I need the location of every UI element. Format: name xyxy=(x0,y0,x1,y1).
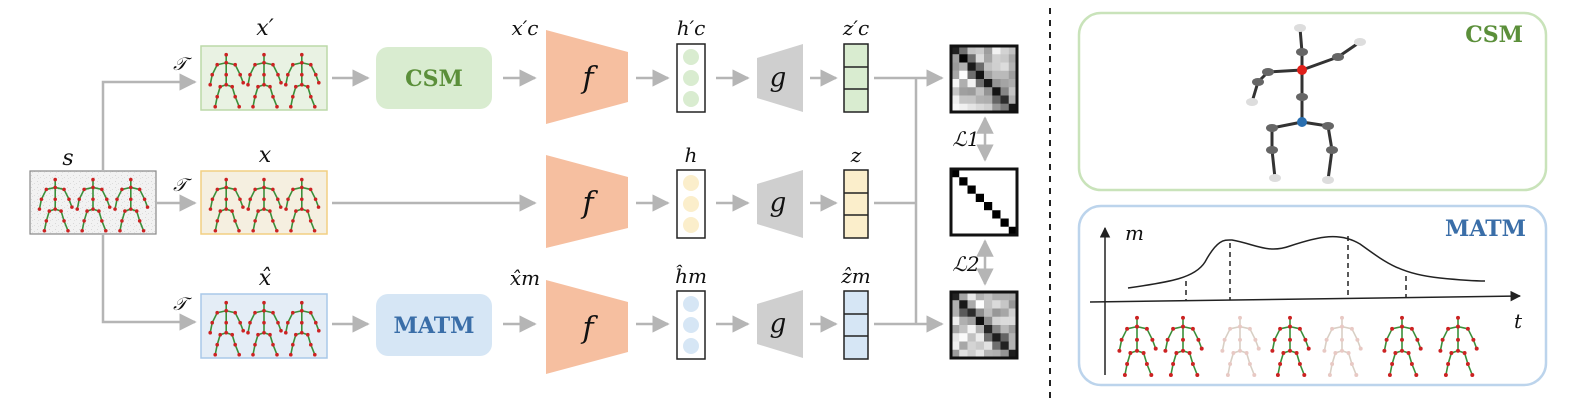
vector-zc-prime xyxy=(843,43,869,113)
label-T-bot: 𝒯 xyxy=(173,294,192,315)
skeleton-figure xyxy=(1220,315,1261,377)
view-x xyxy=(200,170,328,235)
matm-module-label: MATM xyxy=(394,313,475,339)
skeleton-figure xyxy=(246,177,283,233)
view-x-hat xyxy=(200,293,328,359)
vector-z xyxy=(843,169,869,239)
arrows-to-modules xyxy=(332,69,537,333)
target-identity-matrix xyxy=(949,167,1019,237)
skeleton-figure xyxy=(75,177,112,233)
arrows-to-h xyxy=(636,69,670,333)
label-T-top: 𝒯 xyxy=(173,54,192,75)
skeleton-figure xyxy=(1322,315,1363,377)
projector-g-top-label: g xyxy=(770,63,787,93)
projector-g-mid: g xyxy=(757,170,803,238)
encoder-f-mid: f xyxy=(546,155,628,248)
label-zc-prime: z′c xyxy=(842,16,869,40)
loss-L1: ℒ1 xyxy=(952,127,979,151)
projector-g-top: g xyxy=(757,44,803,112)
skeleton-figure xyxy=(246,300,283,357)
arrows-to-similarity xyxy=(874,69,944,333)
view-x-prime xyxy=(200,45,328,111)
similarity-matrix-top xyxy=(949,44,1019,114)
skeleton-figure xyxy=(208,52,245,109)
arrows-to-encoder xyxy=(503,69,537,333)
label-x: x xyxy=(259,143,272,168)
skeleton-figure xyxy=(1382,315,1423,377)
skeleton-figure xyxy=(208,300,245,357)
label-z-hat-m: ẑm xyxy=(840,264,871,288)
label-hc-prime: h′c xyxy=(677,16,706,40)
label-s: s xyxy=(62,146,73,171)
axis-label-t: t xyxy=(1514,309,1523,333)
encoder-f-top: f xyxy=(546,30,628,124)
label-h: h xyxy=(685,143,698,167)
skeleton-figure xyxy=(208,177,245,233)
arrows-to-z xyxy=(810,69,838,333)
skeleton-figure xyxy=(1270,315,1311,377)
vector-h-hat-m xyxy=(676,290,706,360)
input-s-panel xyxy=(29,170,157,235)
projector-g-mid-label: g xyxy=(770,188,787,218)
vector-hc-prime xyxy=(676,43,706,113)
skeleton-figure xyxy=(1163,315,1204,377)
encoder-f-bot: f xyxy=(546,280,628,374)
label-x-hat: x̂ xyxy=(259,266,272,291)
skeleton-figure xyxy=(113,177,150,233)
label-h-hat-m: ĥm xyxy=(675,264,707,288)
skeleton-figure xyxy=(284,300,321,357)
skeleton-figure xyxy=(1117,315,1158,377)
label-x-prime: x′ xyxy=(256,16,273,41)
csm-panel-title: CSM xyxy=(1465,22,1523,48)
skeleton-figure xyxy=(246,52,283,109)
vector-h xyxy=(676,169,706,239)
label-T-mid: 𝒯 xyxy=(173,175,192,196)
branch-arrows-from-s xyxy=(101,73,197,331)
motion-curve xyxy=(1127,235,1486,289)
loss-L2: ℒ2 xyxy=(952,252,979,276)
projector-g-bot: g xyxy=(757,290,803,358)
matm-module: MATM xyxy=(376,294,492,356)
csm-joints xyxy=(1246,24,1366,184)
skeleton-figure xyxy=(1438,315,1479,377)
matm-skeleton-sequence xyxy=(1117,315,1479,377)
motion-markers xyxy=(1185,236,1407,301)
axis-label-m: m xyxy=(1125,221,1144,245)
vector-z-hat-m xyxy=(843,290,869,360)
label-xc-prime: x′c xyxy=(511,16,538,40)
skeleton-figure xyxy=(37,177,74,233)
csm-module-label: CSM xyxy=(405,66,463,92)
matm-panel: MATM m t xyxy=(1077,204,1548,387)
csm-module: CSM xyxy=(376,47,492,109)
x-axis-t xyxy=(1089,290,1522,303)
projector-g-bot-label: g xyxy=(770,309,787,339)
similarity-matrix-bottom xyxy=(949,290,1019,360)
arrows-to-g xyxy=(716,69,750,333)
skeleton-figure xyxy=(284,52,321,109)
matm-panel-title: MATM xyxy=(1445,216,1526,242)
skeleton-figure xyxy=(284,177,321,233)
label-z: z xyxy=(850,143,862,167)
skeleton-group-s xyxy=(37,177,150,233)
csm-panel: CSM xyxy=(1077,11,1548,192)
label-x-hat-m: x̂m xyxy=(510,266,540,290)
